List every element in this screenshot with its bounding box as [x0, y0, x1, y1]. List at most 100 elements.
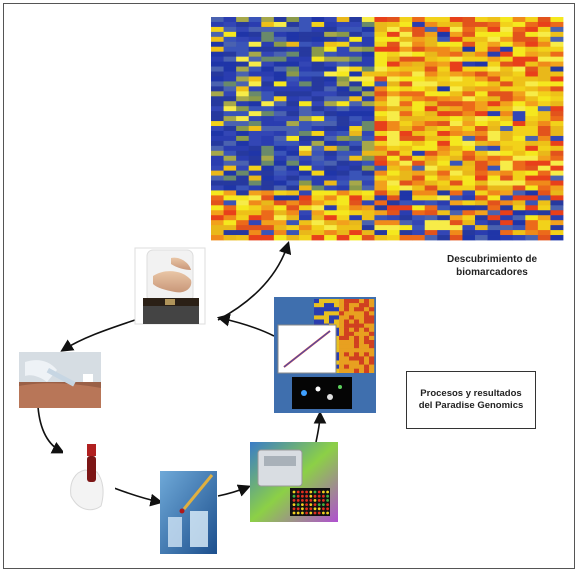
heatmap-cell — [475, 175, 488, 181]
heatmap-cell — [487, 121, 501, 127]
heatmap-cell — [550, 150, 564, 157]
heatmap-cell — [374, 175, 388, 181]
heatmap-cell — [261, 41, 275, 48]
heatmap-cell — [336, 155, 350, 162]
heatmap-cell — [462, 195, 476, 201]
heatmap-cell — [537, 230, 551, 236]
heatmap-cell — [286, 56, 300, 62]
heatmap-cell — [374, 71, 388, 77]
heatmap-cell — [248, 41, 262, 48]
blood-tube-photo — [63, 436, 115, 514]
heatmap-cell — [223, 145, 237, 152]
heatmap-cell — [487, 140, 501, 147]
heatmap-cell — [286, 86, 300, 92]
mini-heatmap-cell — [354, 368, 360, 373]
heatmap-cell — [475, 135, 488, 142]
heatmap-cell — [273, 220, 287, 226]
heatmap-cell — [361, 31, 375, 38]
heatmap-cell — [399, 205, 413, 211]
heatmap-cell — [525, 17, 539, 23]
heatmap-cell — [311, 215, 325, 221]
heatmap-cell — [311, 17, 325, 23]
heatmap-cell — [223, 190, 237, 196]
heatmap-cell — [336, 160, 350, 167]
heatmap-cell — [550, 81, 564, 87]
mini-heatmap-cell — [369, 303, 375, 308]
mini-heatmap-cell — [349, 344, 355, 349]
heatmap-cell — [525, 230, 539, 236]
mini-heatmap-cell — [334, 368, 340, 373]
heatmap-cell — [236, 61, 250, 67]
heatmap-cell — [261, 56, 275, 62]
heatmap-cell — [412, 220, 426, 226]
heatmap-cell — [550, 200, 564, 206]
heatmap-cell — [487, 17, 501, 23]
heatmap-cell — [273, 190, 287, 196]
heatmap-cell — [437, 155, 451, 162]
heatmap-cell — [374, 230, 388, 236]
heatmap-cell — [361, 210, 375, 216]
heatmap-cell — [324, 195, 338, 201]
heatmap-cell — [462, 71, 476, 77]
mini-heatmap-cell — [364, 352, 370, 357]
heatmap-cell — [399, 81, 413, 87]
mini-heatmap-cell — [339, 331, 345, 337]
heatmap-cell — [512, 17, 526, 23]
heatmap-cell — [412, 140, 426, 147]
heatmap-cell — [236, 135, 250, 142]
heatmap-cell — [512, 215, 526, 221]
heatmap-cell — [311, 170, 325, 176]
heatmap-cell — [475, 96, 488, 102]
microarray-spot — [326, 499, 329, 502]
heatmap-cell — [387, 225, 400, 231]
heatmap-cell — [336, 170, 350, 176]
heatmap-cell — [211, 91, 224, 97]
mini-heatmap-cell — [349, 352, 355, 357]
heatmap-cell — [525, 36, 539, 43]
heatmap-cell — [487, 225, 501, 231]
heatmap-cell — [273, 205, 287, 211]
heatmap-cell — [236, 21, 250, 28]
heatmap-cell — [374, 21, 388, 28]
mini-heatmap-cell — [349, 307, 355, 312]
heatmap-cell — [361, 101, 375, 107]
heatmap-cell — [500, 31, 514, 38]
heatmap-cell — [273, 170, 287, 176]
heatmap-cell — [236, 56, 250, 62]
heatmap-cell — [487, 155, 501, 162]
heatmap-cell — [349, 170, 363, 176]
heatmap-cell — [512, 66, 526, 72]
mini-heatmap-cell — [339, 360, 345, 365]
heatmap-cell — [437, 101, 451, 107]
heatmap-cell — [537, 96, 551, 102]
heatmap-cell — [211, 190, 224, 196]
mini-heatmap-cell — [339, 352, 345, 357]
mini-heatmap-cell — [354, 340, 360, 345]
heatmap-cell — [550, 26, 564, 33]
heatmap-cell — [361, 86, 375, 92]
heatmap-cell — [311, 140, 325, 147]
heatmap-cell — [223, 26, 237, 33]
heatmap-cell — [273, 91, 287, 97]
heatmap-cell — [462, 175, 476, 181]
heatmap-cell — [349, 81, 363, 87]
mini-heatmap-cell — [354, 315, 360, 320]
heatmap-cell — [550, 155, 564, 162]
heatmap-cell — [324, 126, 338, 132]
heatmap-cell — [286, 17, 300, 23]
heatmap-cell — [361, 51, 375, 58]
heatmap-cell — [211, 76, 224, 82]
heatmap-cell — [449, 165, 463, 172]
heatmap-cell — [487, 21, 501, 28]
heatmap-cell — [248, 175, 262, 181]
heatmap-cell — [361, 126, 375, 132]
heatmap-cell — [387, 175, 400, 181]
heatmap-cell — [537, 170, 551, 176]
heatmap-cell — [374, 91, 388, 97]
heatmap-cell — [374, 165, 388, 172]
heatmap-cell — [349, 195, 363, 201]
heatmap-cell — [475, 220, 488, 226]
heatmap-cell — [311, 106, 325, 112]
mini-heatmap-cell — [349, 331, 355, 337]
heatmap-cell — [537, 195, 551, 201]
